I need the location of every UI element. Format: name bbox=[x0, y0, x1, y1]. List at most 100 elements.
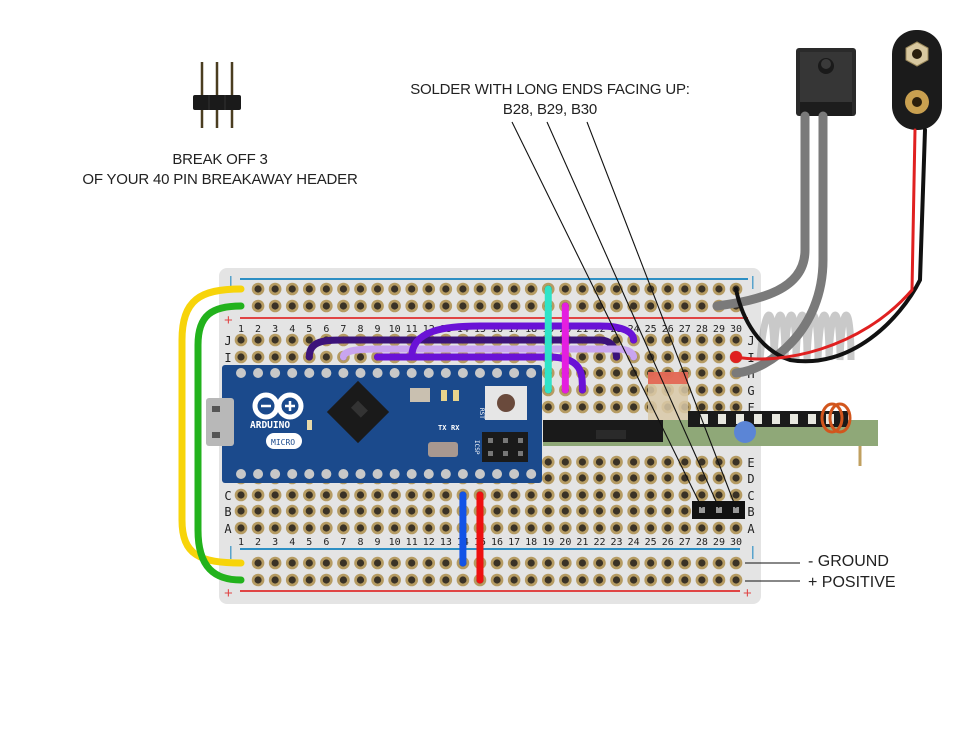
rail-plus-bottom-right: + bbox=[743, 585, 752, 602]
rail-plus-bottom: + bbox=[224, 585, 233, 602]
breakaway-header-icon bbox=[193, 62, 241, 128]
column-label: 4 bbox=[289, 324, 295, 335]
battery-red-wire bbox=[734, 128, 917, 361]
column-label: 1 bbox=[238, 324, 244, 335]
column-label: 9 bbox=[375, 324, 381, 335]
arduino-logo-icon bbox=[252, 392, 304, 420]
row-label: A bbox=[224, 522, 232, 536]
row-label: A bbox=[747, 522, 755, 536]
column-label: 9 bbox=[375, 537, 381, 548]
column-label: 22 bbox=[593, 537, 605, 548]
column-label: 8 bbox=[357, 324, 363, 335]
row-label: E bbox=[747, 456, 754, 470]
battery-clip-icon bbox=[892, 30, 942, 130]
icsp-label: ICSP bbox=[473, 440, 480, 455]
antenna-coil-icon bbox=[820, 402, 852, 434]
usb-port-icon bbox=[206, 398, 234, 446]
row-label: B bbox=[224, 505, 231, 519]
rail-minus-top: | bbox=[229, 273, 233, 289]
column-label: 24 bbox=[628, 537, 640, 548]
column-label: 8 bbox=[357, 537, 363, 548]
wires bbox=[178, 111, 927, 584]
column-label: 6 bbox=[323, 324, 329, 335]
column-label: 27 bbox=[679, 324, 691, 335]
solder-instruction: SOLDER WITH LONG ENDS FACING UP: B28, B2… bbox=[370, 80, 730, 120]
column-label: 5 bbox=[306, 324, 312, 335]
column-label: 4 bbox=[289, 537, 295, 548]
green-wire bbox=[194, 302, 245, 584]
soldered-header-pins-icon bbox=[692, 501, 745, 519]
microcontroller-chip-icon bbox=[326, 380, 390, 444]
rail-minus-top-right: | bbox=[751, 273, 755, 289]
column-label: 6 bbox=[323, 537, 329, 548]
rail-minus-bottom: | bbox=[229, 543, 233, 559]
column-label: 7 bbox=[340, 324, 346, 335]
column-label: 10 bbox=[389, 537, 401, 548]
column-label: 29 bbox=[713, 537, 725, 548]
column-label: 16 bbox=[491, 537, 503, 548]
row-label: J bbox=[747, 334, 754, 348]
column-label: 11 bbox=[406, 324, 418, 335]
row-label: C bbox=[224, 489, 231, 503]
column-label: 23 bbox=[611, 537, 623, 548]
arduino-model: MICRO bbox=[271, 438, 295, 447]
tx-label: TX bbox=[438, 424, 447, 432]
row-label: J bbox=[224, 334, 231, 348]
column-label: 3 bbox=[272, 324, 278, 335]
rail-minus-bottom-right: | bbox=[751, 543, 755, 559]
column-label: 17 bbox=[508, 537, 520, 548]
row-label: G bbox=[747, 384, 754, 398]
black-wire bbox=[734, 128, 927, 364]
column-label: 10 bbox=[389, 324, 401, 335]
row-label: C bbox=[747, 489, 754, 503]
rx-label: RX bbox=[451, 424, 460, 432]
solder-instruction-line-2: B28, B29, B30 bbox=[502, 101, 598, 118]
dark-purple-wire bbox=[305, 336, 621, 361]
row-label: I bbox=[224, 351, 231, 365]
row-label: D bbox=[747, 472, 754, 486]
row-label: B bbox=[747, 505, 754, 519]
column-label: 29 bbox=[713, 324, 725, 335]
column-label: 7 bbox=[340, 537, 346, 548]
column-label: 26 bbox=[662, 324, 674, 335]
header-instruction-line-2: OF YOUR 40 PIN BREAKAWAY HEADER bbox=[82, 171, 358, 188]
column-label: 12 bbox=[423, 537, 435, 548]
column-label: 25 bbox=[645, 537, 657, 548]
column-label: 19 bbox=[542, 537, 554, 548]
violet-wire bbox=[408, 322, 638, 361]
column-label: 3 bbox=[272, 537, 278, 548]
column-label: 21 bbox=[576, 537, 588, 548]
column-label: 26 bbox=[662, 537, 674, 548]
arduino-micro: ARDUINO MICRO TX RX RST ICSP bbox=[206, 365, 542, 483]
column-label: 1 bbox=[238, 537, 244, 548]
column-label: 20 bbox=[559, 537, 571, 548]
rail-plus-top: + bbox=[224, 312, 233, 329]
column-label: 18 bbox=[525, 537, 537, 548]
header-instruction: BREAK OFF 3 OF YOUR 40 PIN BREAKAWAY HEA… bbox=[40, 150, 400, 190]
solder-instruction-line-1: SOLDER WITH LONG ENDS FACING UP: bbox=[410, 81, 690, 98]
column-label: 25 bbox=[645, 324, 657, 335]
column-label: 27 bbox=[679, 537, 691, 548]
gray-wire bbox=[731, 111, 828, 378]
positive-label: + POSITIVE bbox=[808, 574, 896, 591]
column-label: 2 bbox=[255, 324, 261, 335]
rf-transmitter-module bbox=[543, 372, 878, 466]
header-instruction-line-1: BREAK OFF 3 bbox=[172, 151, 268, 168]
ground-label: - GROUND bbox=[808, 553, 889, 570]
pushbutton-icon bbox=[796, 48, 856, 116]
row-label: F bbox=[747, 401, 754, 415]
column-label: 2 bbox=[255, 537, 261, 548]
column-label: 13 bbox=[440, 537, 452, 548]
gray-wire bbox=[712, 111, 810, 311]
column-label: 30 bbox=[730, 537, 742, 548]
lavender-wire bbox=[339, 345, 638, 361]
rst-label: RST bbox=[478, 408, 485, 419]
wire-end bbox=[730, 351, 742, 363]
icsp-header-icon bbox=[482, 432, 528, 462]
reset-button-icon bbox=[485, 386, 527, 420]
column-label: 28 bbox=[696, 324, 708, 335]
arduino-brand: ARDUINO bbox=[250, 420, 290, 431]
leader-lines bbox=[511, 121, 800, 582]
column-label: 24 bbox=[628, 324, 640, 335]
